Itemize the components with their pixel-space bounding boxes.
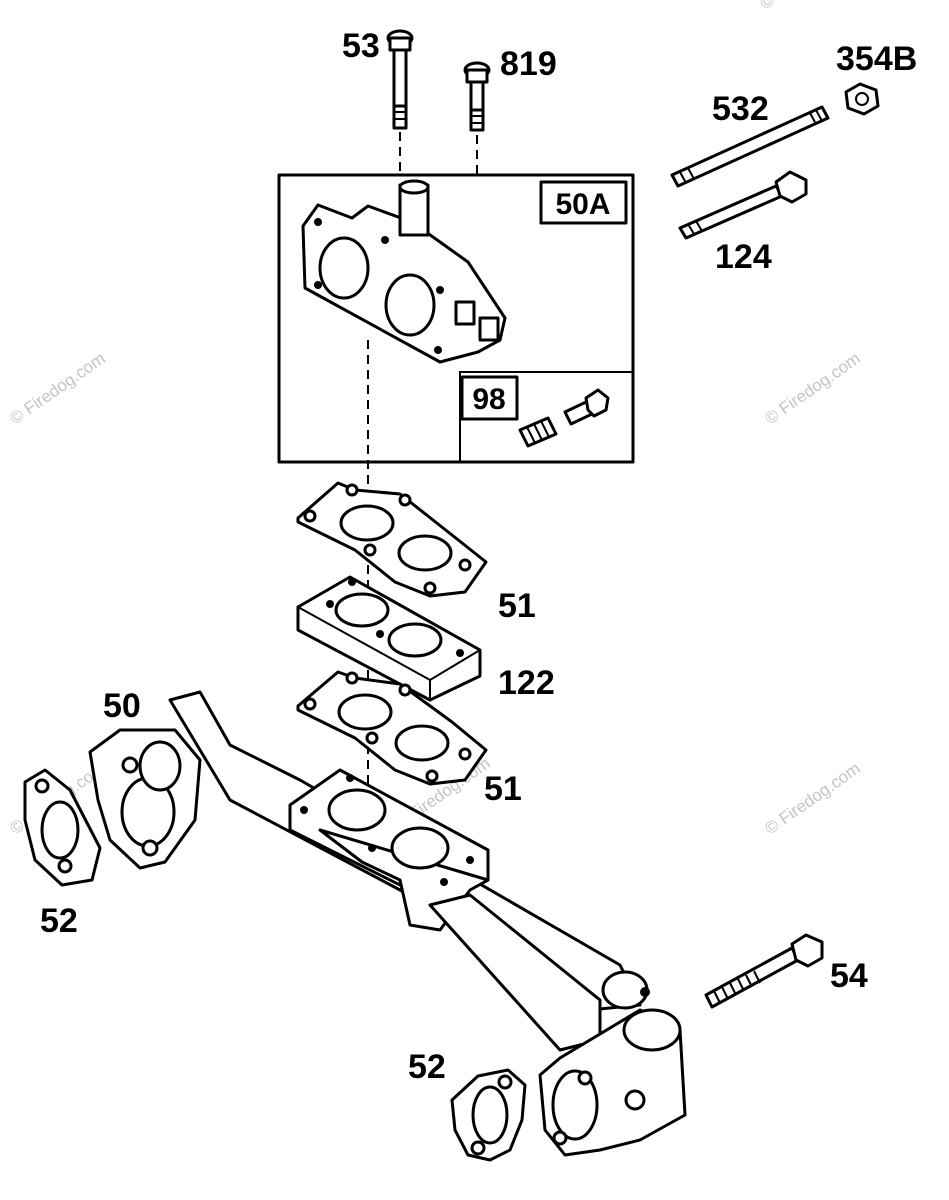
stud-532 (670, 105, 830, 188)
inset-label-50a: 50A (555, 188, 610, 221)
bolt-54 (704, 933, 824, 1009)
screw-98 (563, 388, 610, 426)
bolt-124 (678, 170, 808, 240)
carburetor-adapter (301, 179, 507, 364)
callout-54: 54 (830, 957, 868, 995)
gasket-52-left (23, 768, 102, 887)
nut-354b (844, 82, 880, 116)
watermark-right-lower: © Firedog.com (761, 759, 863, 839)
callout-52-bottom: 52 (408, 1048, 446, 1086)
gasket-51-lower (296, 670, 488, 786)
gasket-52-bottom (450, 1068, 527, 1162)
bolt-53 (386, 29, 414, 130)
gasket-51-upper (296, 481, 488, 598)
callout-53: 53 (342, 27, 380, 65)
callout-51-upper: 51 (498, 587, 536, 625)
intake-manifold-50 (88, 690, 687, 1157)
callout-50: 50 (103, 687, 141, 725)
bolt-819 (463, 61, 491, 132)
callout-52-left: 52 (40, 902, 78, 940)
callout-354b: 354B (836, 40, 917, 78)
callout-532: 532 (712, 90, 769, 128)
callout-124: 124 (715, 238, 772, 276)
callout-labels: 53 819 354B 532 124 51 122 50 51 52 54 5… (40, 27, 917, 1086)
watermark-left: © Firedog.com (6, 349, 108, 429)
watermark-right: © Firedog.com (761, 349, 863, 429)
watermark-top-right: © Firedog.com (756, 0, 858, 13)
hose-fitting-98 (518, 416, 558, 448)
spacer-122 (296, 575, 482, 702)
callout-51-lower: 51 (484, 770, 522, 808)
callout-819: 819 (500, 45, 557, 83)
inset-label-98: 98 (472, 383, 505, 416)
callout-122: 122 (498, 664, 555, 702)
inset-box-50a: 50A 98 (277, 173, 635, 464)
